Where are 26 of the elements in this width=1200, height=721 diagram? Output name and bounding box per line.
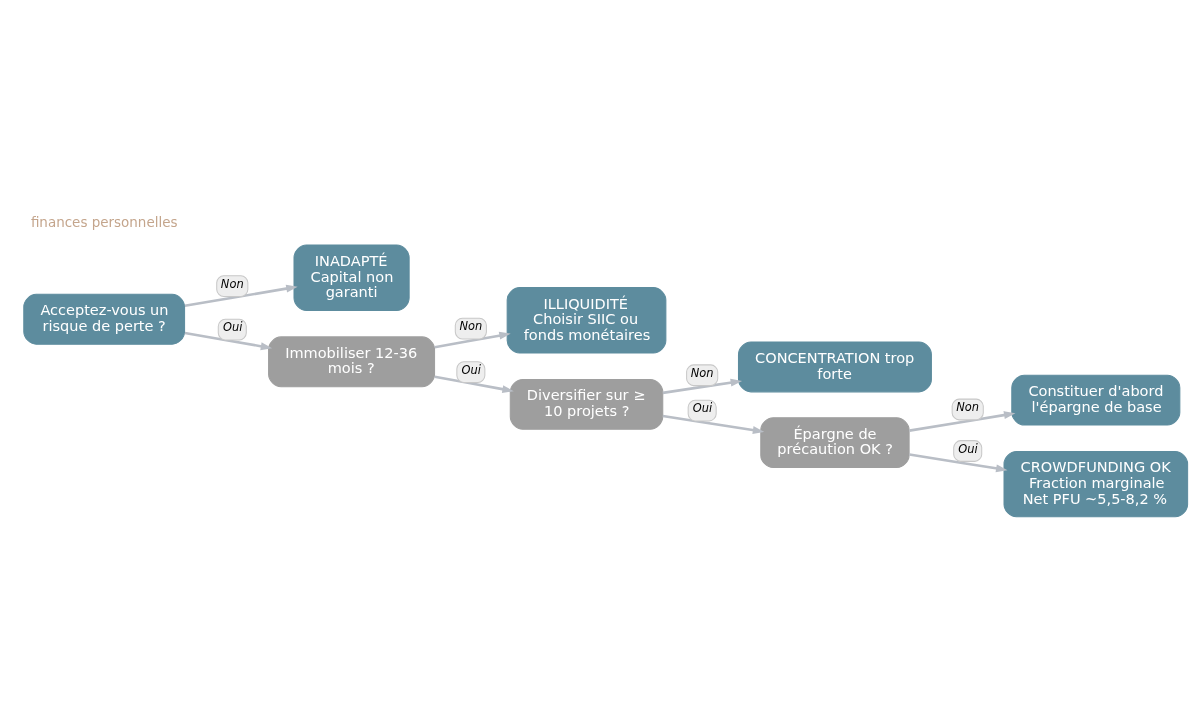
node-box: INADAPTÉ Capital non garanti: [293, 244, 410, 311]
arrow: [662, 414, 765, 434]
arrow: [434, 375, 514, 393]
edge-label: Non: [220, 276, 244, 291]
arrow: [434, 331, 511, 348]
arrow: [909, 410, 1016, 432]
arrow: [909, 452, 1008, 472]
label: finances personnelles: [30, 213, 178, 230]
edge-label: Oui: [222, 319, 243, 334]
node-box: Immobiliser 12-36 mois ?: [268, 335, 436, 387]
edge-label: Non: [956, 399, 980, 414]
edge-label: Oui: [692, 400, 713, 415]
node-box: Épargne de précaution OK ?: [760, 416, 910, 468]
edge-label: Non: [690, 365, 714, 380]
node-box: Acceptez-vous un risque de perte ?: [23, 293, 186, 345]
node-box: Constituer d'abord l'épargne de base: [1011, 374, 1181, 426]
node-box: Diversifier sur ≥ 10 projets ?: [509, 378, 664, 430]
edge-label: Oui: [958, 441, 978, 456]
node-box: ILLIQUIDITÉ Choisir SIIC ou fonds monétaires: [506, 286, 667, 353]
node-box: CROWDFUNDING OK Fraction marginale Net PFU ~5,5-8,2 %: [1003, 450, 1189, 517]
edge-label: Non: [459, 318, 483, 333]
arrow: [662, 378, 743, 394]
node-box: CONCENTRATION trop forte: [737, 341, 932, 392]
arrow: [184, 331, 273, 350]
edge-label: Oui: [461, 362, 481, 377]
arrow: [184, 284, 298, 307]
